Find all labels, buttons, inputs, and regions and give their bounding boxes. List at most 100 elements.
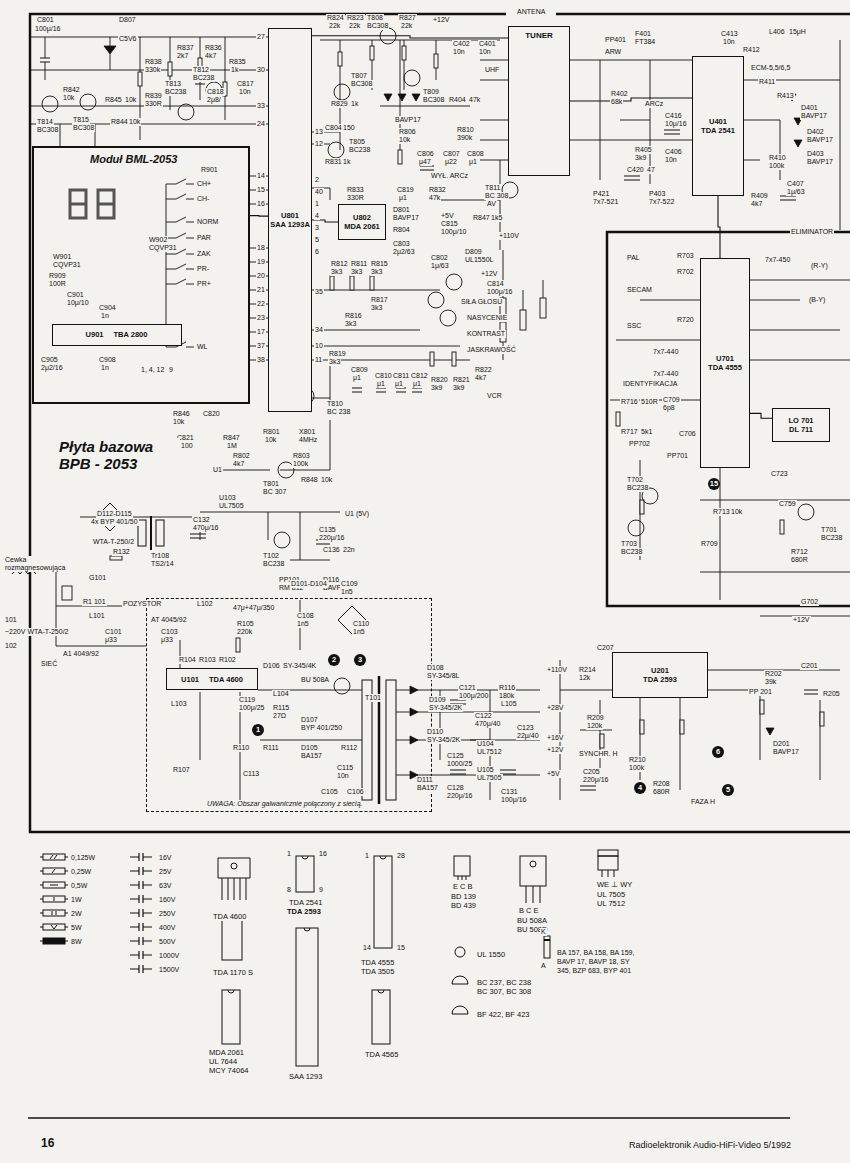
component-label: 330R [144,100,163,108]
component-label: D809 [464,248,483,256]
component-label: R803 [292,452,311,460]
legend-item: 160V [128,894,175,904]
legend-text: 16V [159,853,171,862]
component-label: R716 [620,398,639,406]
component-label: L101 [88,612,106,620]
component-label: C109 [340,580,359,588]
component-label: R801 [262,428,281,436]
component-label: PR+ [196,280,212,288]
component-label: PP701 [666,452,689,460]
resistor-sample [40,908,68,918]
transistor-symbol [446,274,462,290]
component-label: R836 [204,44,223,52]
component-label: 4k7 [232,460,245,468]
component-label: R817 [370,296,389,304]
component-label: R804 [392,226,411,234]
transistor-symbol [404,70,420,86]
capacitor-sample [130,895,152,903]
component-label: C817 [236,80,255,88]
component-label: 8 [286,886,292,894]
callout-number: 15 [708,478,720,490]
wire [180,600,362,800]
resistor-sample [43,938,65,944]
package-outline [222,990,240,1044]
component-label: C908 [98,356,117,364]
node-text: SAA 1293A [270,220,310,229]
wire [440,60,508,250]
resistor-sample [51,925,57,929]
component-label: SYNCHR. H [578,750,619,758]
component-label: 1k [230,66,239,74]
component-label: 12 [314,140,324,148]
component-label: 33 [256,102,266,110]
node-text: U101 [181,675,199,684]
resistor-sample [40,896,68,902]
component-label: C132 [192,516,211,524]
component-label: PAR [196,234,212,242]
component-label: U104 [476,740,495,748]
legend-text: 2W [71,909,82,918]
component-label: 10k [124,96,137,104]
node-text: LO 701 [788,416,813,425]
component-label: C406 [664,148,683,156]
component-label: BC308 [36,126,59,134]
component-label: 20 [256,272,266,280]
component-label: +28V [546,704,565,712]
legend-item: 0,125W [40,852,95,862]
component-label: +12V [792,616,811,624]
component-label: UHF [484,66,500,74]
component-label: CH+ [196,180,212,188]
wire [30,512,340,646]
legend-text: 8W [71,937,82,946]
node-text: U401 [709,117,727,126]
component-label: R831 [324,158,343,166]
wire-connector [312,220,338,222]
wire [503,250,543,360]
component-label: R839 [144,92,163,100]
component-label: PP702 [628,440,651,448]
component-label: 3k9 [452,384,465,392]
capacitor-sample [128,852,156,862]
component-label: 1μ/63 [430,262,450,270]
component-label: 120k [586,722,603,730]
component-label: 6 [314,248,320,256]
component-label: R822 [474,366,493,374]
component-label: BC238 [262,560,285,568]
component-label: C801 [36,16,55,24]
callout-number: 2 [328,654,340,666]
component-label: C904 [98,304,117,312]
component-label: P403 [648,190,666,198]
transistor-symbol [334,678,350,694]
component-label: D201 [772,740,791,748]
component-label: 150 [342,124,356,132]
package-outline [544,939,550,941]
component-label: NASYCENIE [466,314,508,322]
component-label: 100 [180,442,194,450]
component-label: R409 [750,192,769,200]
component-label: R847 [222,434,241,442]
component-label: 40 [314,188,324,196]
resistor-sample [40,866,68,876]
component-label: SIEĆ [40,660,58,668]
transistor-symbol [274,532,290,548]
component-label: 22n [342,546,356,554]
component-label: 220k [236,628,253,636]
component-label: C901 [66,291,85,299]
resistor-sample [40,882,68,888]
package-outline [228,990,234,993]
component-label: 7x7-522 [648,198,675,206]
resistor-sample [40,880,68,890]
component-label: R819 [328,350,347,358]
node-text: U801 [281,211,299,220]
component-label: UL7505 [218,502,245,510]
wire [45,37,225,146]
capacitor-sample [130,867,152,875]
component-label: R810 [456,126,475,134]
component-label: T701 [820,526,838,534]
component-label: 680R [652,788,671,796]
resistor-symbol [640,720,644,734]
component-label: 4MHz [298,436,318,444]
transistor-symbol [428,292,444,308]
component-label: 47k [428,194,441,202]
component-label: 10n [722,38,736,46]
